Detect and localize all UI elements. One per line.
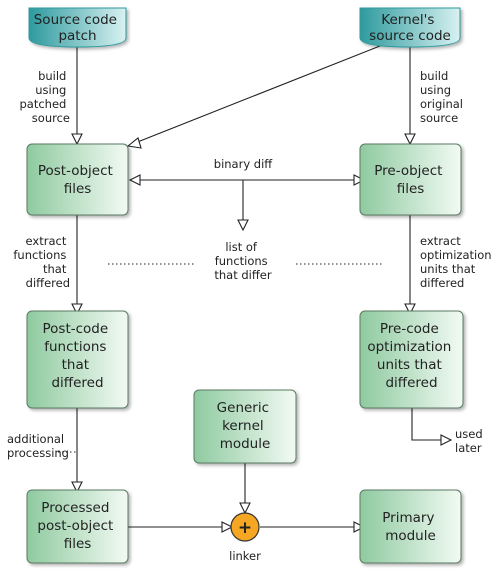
source-code-patch-cylinder bbox=[28, 7, 127, 48]
pre-code-units-label: Pre-code optimization units that differe… bbox=[367, 321, 455, 391]
generic-kernel-module-box bbox=[193, 389, 297, 464]
head-postobject-to-postcode bbox=[71, 303, 83, 316]
kernel-source-code-cylinder bbox=[359, 7, 461, 48]
extract-units-label: extract optimization units that differed bbox=[420, 234, 495, 290]
pre-object-files-box bbox=[359, 143, 462, 216]
head-binary-diff-left bbox=[128, 174, 141, 186]
processed-post-object-label: Processed post-object files bbox=[37, 500, 117, 552]
list-of-functions-label: list of functions that differ bbox=[214, 240, 272, 282]
post-object-files-label: Post-object files bbox=[38, 163, 117, 197]
primary-module-box bbox=[359, 489, 462, 564]
head-linker-to-primary bbox=[353, 521, 366, 533]
generic-kernel-module-label: Generic kernel module bbox=[217, 400, 274, 452]
head-diff-to-list bbox=[237, 219, 249, 232]
arrow-kernel-to-postobject bbox=[134, 41, 391, 144]
build-patched-label: build using patched source bbox=[20, 69, 71, 125]
additional-processing-label: additional processing bbox=[7, 432, 69, 460]
source-code-patch-label: Source code patch bbox=[34, 12, 122, 44]
used-later-label: used later bbox=[455, 427, 486, 455]
linker-plus-symbol: + bbox=[238, 518, 252, 538]
processed-post-object-box bbox=[26, 489, 129, 564]
head-kernel-to-postobject bbox=[126, 137, 142, 149]
kernel-source-code-label: Kernel's source code bbox=[369, 12, 451, 44]
head-used-later bbox=[440, 434, 453, 446]
linker-node: + bbox=[230, 512, 260, 542]
head-patch-to-postobject bbox=[71, 133, 83, 146]
head-preobject-to-precode bbox=[404, 303, 416, 316]
binary-diff-label: binary diff bbox=[214, 157, 274, 171]
post-object-files-box bbox=[26, 143, 129, 216]
build-original-label: build using original source bbox=[420, 69, 467, 125]
pre-code-units-box bbox=[359, 310, 464, 409]
head-processed-to-linker bbox=[221, 521, 234, 533]
arrow-precode-to-used-later bbox=[411, 408, 445, 441]
head-binary-diff-right bbox=[353, 174, 366, 186]
head-postcode-to-processed bbox=[71, 481, 83, 494]
pre-object-files-label: Pre-object files bbox=[374, 163, 446, 197]
post-code-functions-box bbox=[26, 310, 129, 409]
primary-module-label: Primary module bbox=[382, 510, 438, 544]
linker-label: linker bbox=[229, 549, 261, 563]
head-generic-to-linker bbox=[239, 502, 251, 515]
head-kernel-to-preobject bbox=[404, 133, 416, 146]
extract-functions-label: extract functions that differed bbox=[13, 234, 70, 290]
post-code-functions-label: Post-code functions that differed bbox=[43, 321, 113, 391]
